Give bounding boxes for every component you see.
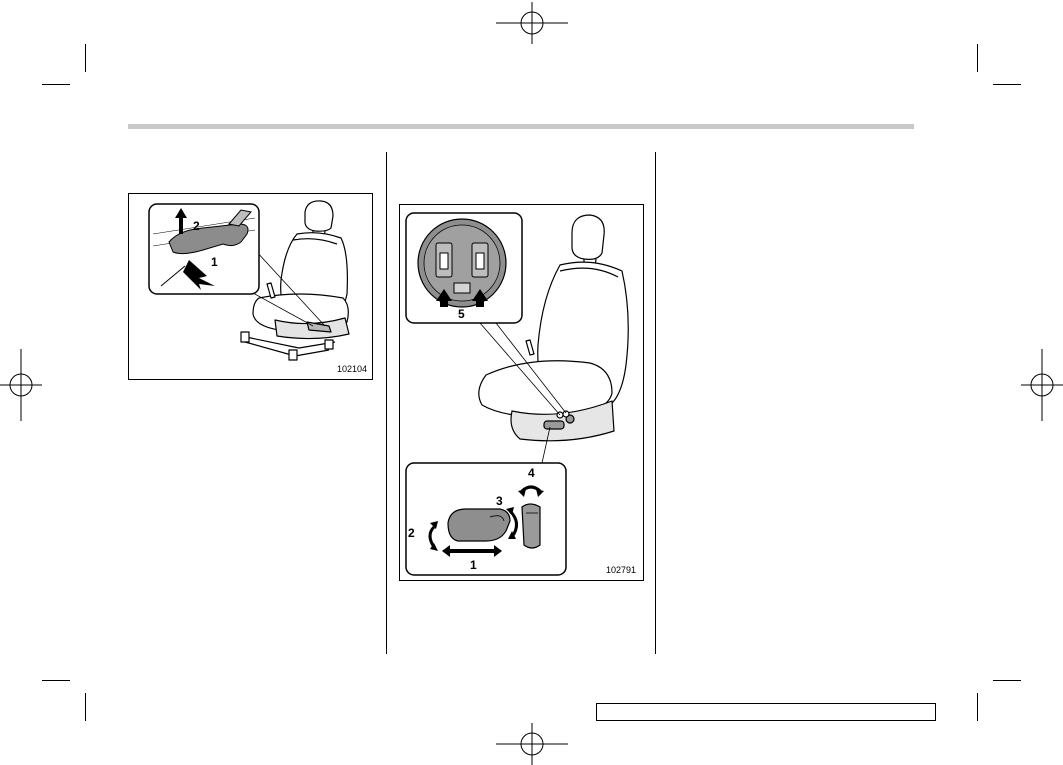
callout-3: 3	[496, 494, 503, 508]
figure-code: 102104	[337, 364, 368, 374]
callout-5: 5	[458, 307, 465, 321]
registration-mark-right	[1021, 349, 1063, 421]
figure-code: 102791	[606, 565, 637, 575]
column-divider-left	[386, 152, 387, 654]
registration-mark-left	[0, 349, 42, 421]
seat-lever-illustration: 2 1	[148, 200, 350, 361]
callout-2: 2	[408, 526, 415, 540]
arrow-up-icon-left	[436, 289, 452, 307]
arrow-up-icon	[175, 208, 187, 234]
callout-4: 4	[528, 466, 535, 480]
arrow-up-icon-right	[472, 289, 488, 307]
callout-1: 1	[470, 558, 477, 572]
registration-mark-top	[496, 2, 568, 44]
arrow-down-icon	[183, 260, 215, 290]
header-bar	[128, 124, 914, 129]
figure-power-seat: 5 1 2 3 4 102791	[399, 204, 644, 581]
figure-seat-lever: 2 1 102104	[128, 193, 373, 380]
footer-box	[596, 703, 936, 721]
callout-1: 1	[211, 255, 218, 269]
double-arrow-icon	[442, 545, 502, 557]
column-divider-right	[655, 152, 656, 654]
registration-mark-bottom	[496, 723, 568, 765]
power-seat-illustration: 5 1 2 3 4	[405, 212, 629, 576]
callout-2: 2	[193, 219, 200, 233]
